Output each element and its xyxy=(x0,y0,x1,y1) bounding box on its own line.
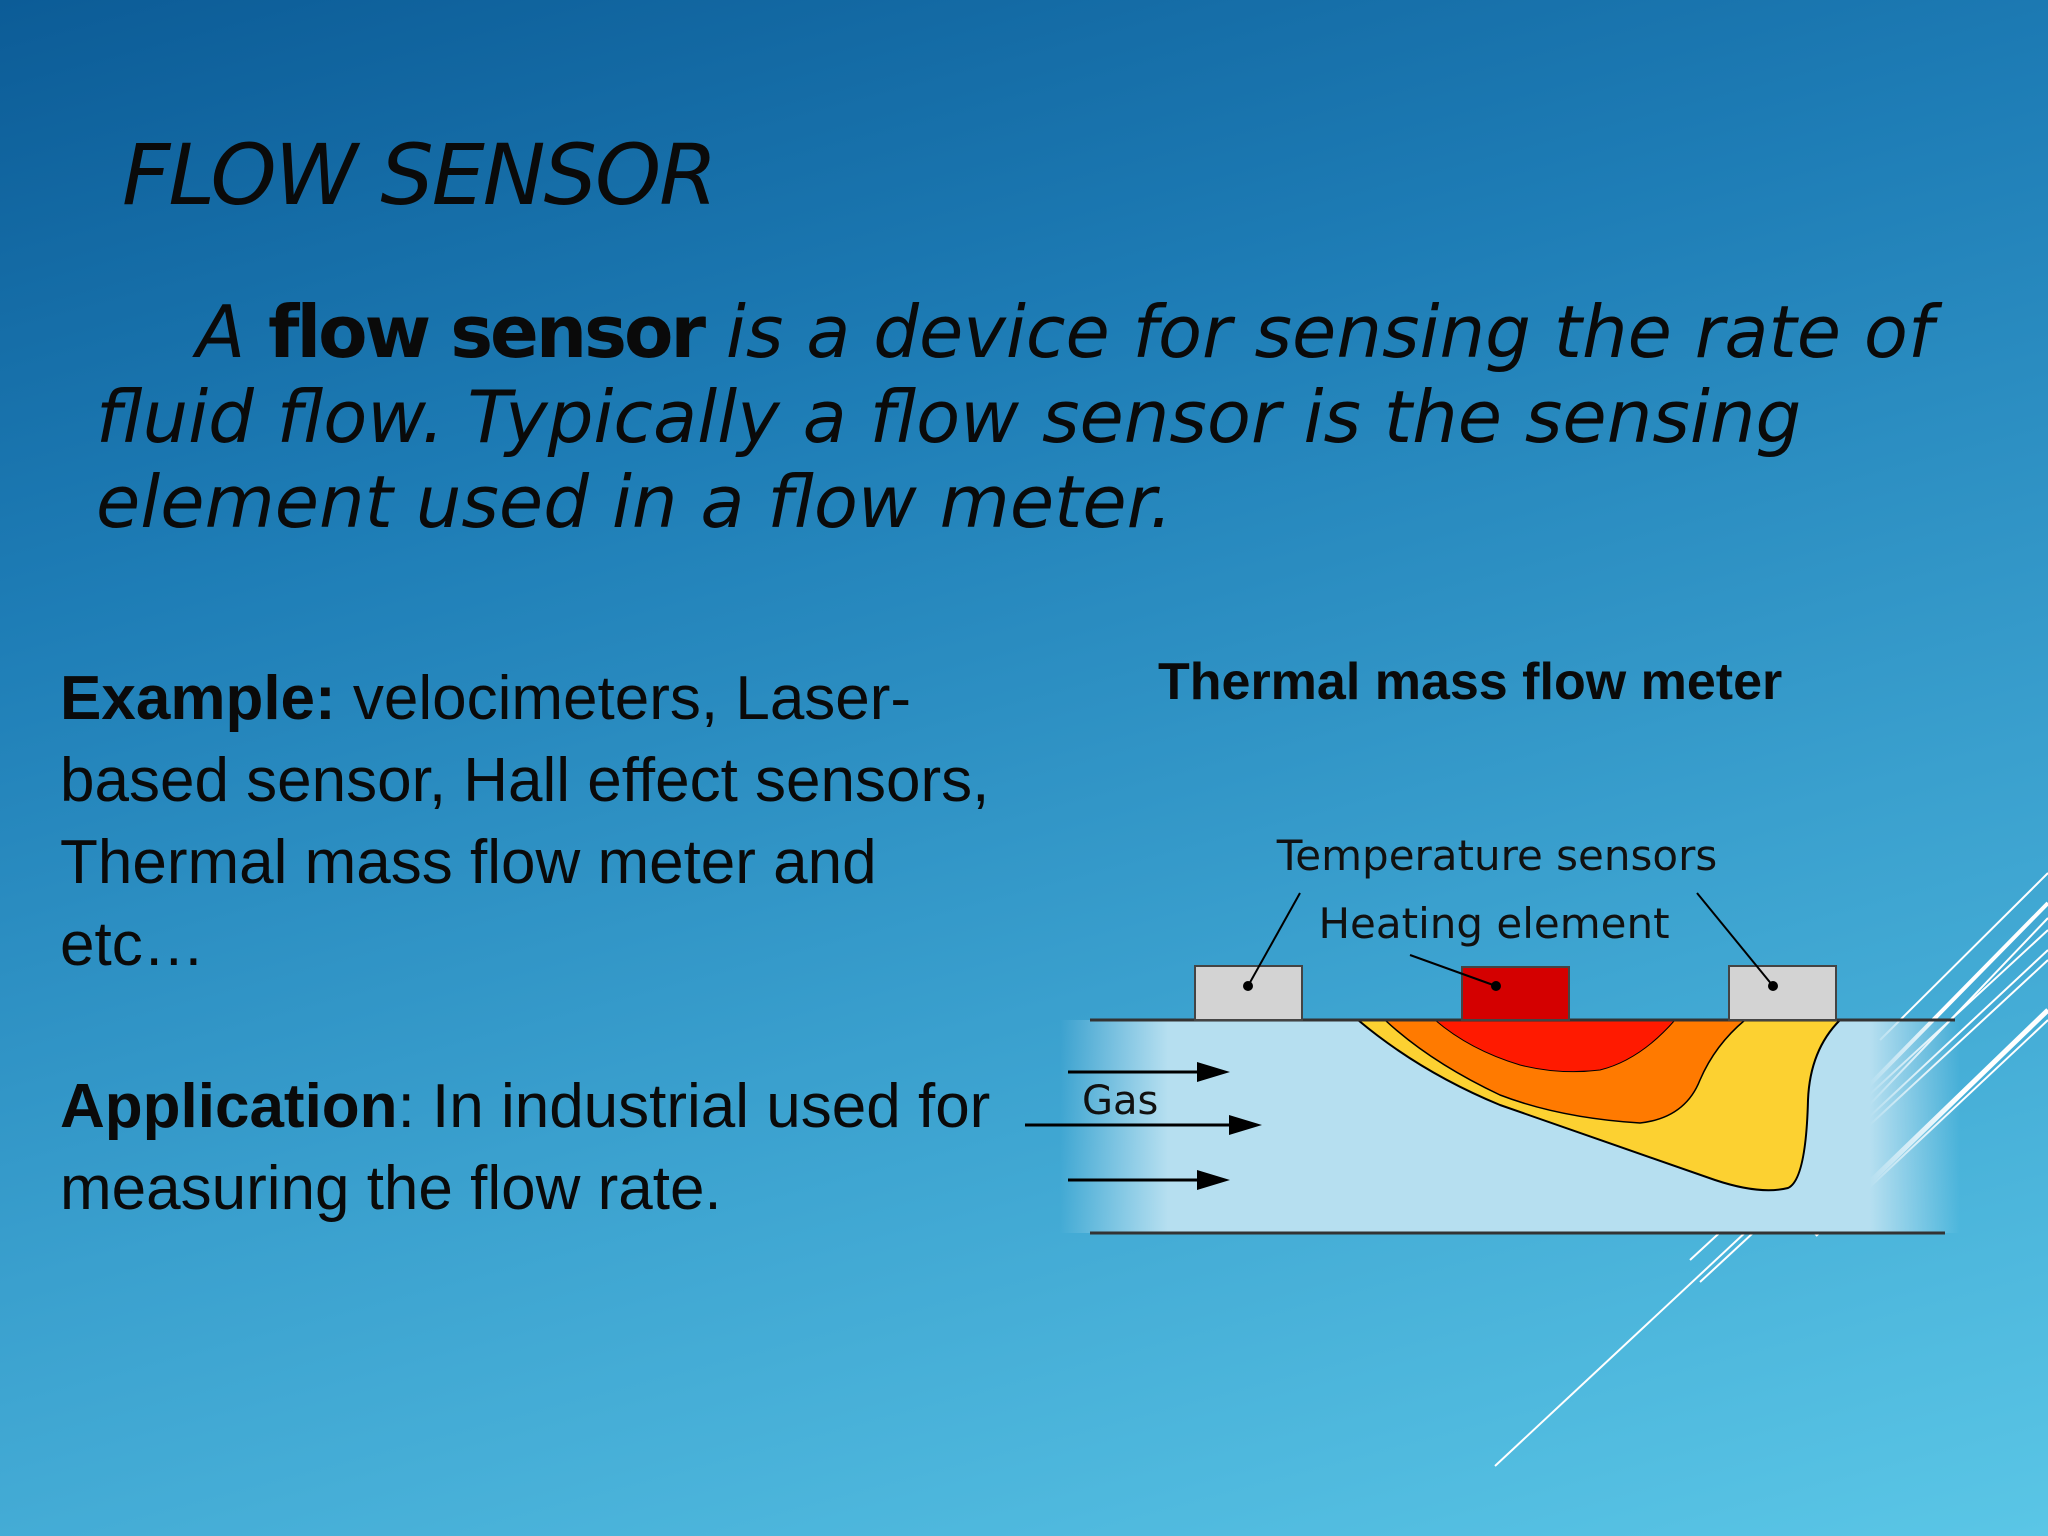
flow-arrow-head-1 xyxy=(1197,1062,1230,1082)
example-paragraph: Example: velocimeters, Laser-based senso… xyxy=(60,658,1020,986)
definition-text: is a device for sensing the rate of flui… xyxy=(96,290,1934,544)
flow-arrow-head-2 xyxy=(1229,1115,1262,1135)
temperature-sensors-label: Temperature sensors xyxy=(1276,831,1717,880)
heat-zone-inner xyxy=(1434,1019,1676,1073)
flow-arrows xyxy=(1025,1062,1262,1190)
application-paragraph: Application: In industrial used for meas… xyxy=(60,1066,1020,1230)
definition-paragraph: A flow sensor is a device for sensing th… xyxy=(96,290,1976,545)
example-text: velocimeters, Laser-based sensor, Hall e… xyxy=(60,664,990,979)
heating-element-label: Heating element xyxy=(1318,899,1669,948)
diagram-title: Thermal mass flow meter xyxy=(1158,653,1783,711)
definition-lead: A xyxy=(196,290,269,374)
thermal-flow-meter-diagram: Temperature sensors Heating element Gas xyxy=(1025,831,1960,1235)
deco-line xyxy=(1879,872,2048,1041)
example-label: Example: xyxy=(60,664,336,733)
application-label: Application xyxy=(60,1072,398,1141)
leader-line-left-sensor xyxy=(1247,892,1301,987)
definition-term: flow sensor xyxy=(268,290,706,374)
slide-title: FLOW SENSOR xyxy=(122,126,717,224)
leader-line-right-sensor xyxy=(1696,892,1774,987)
flow-arrow-head-3 xyxy=(1197,1170,1230,1190)
gas-label: Gas xyxy=(1082,1078,1158,1124)
temperature-sensor-right xyxy=(1728,965,1837,1021)
temperature-sensor-left xyxy=(1194,965,1303,1021)
heating-element xyxy=(1461,966,1570,1021)
leader-line-heater xyxy=(1409,954,1497,987)
application-text: : In industrial used for measuring the f… xyxy=(60,1072,991,1223)
